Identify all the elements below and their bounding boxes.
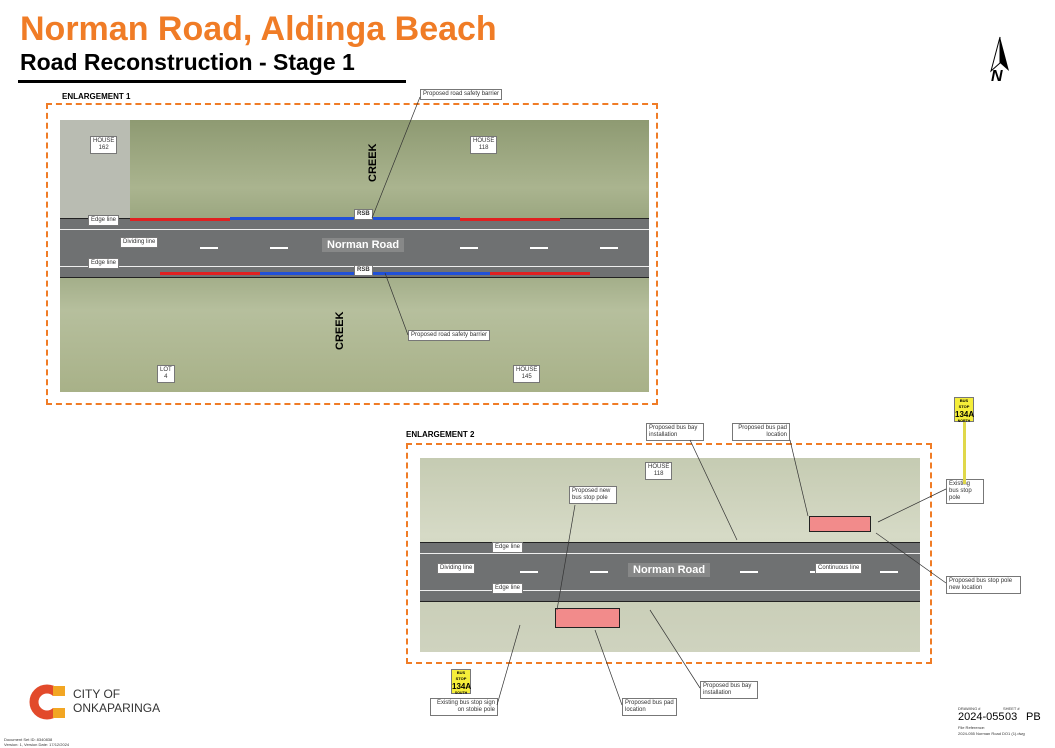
existing-sign-callout: Existing bus stop sign on stobie pole xyxy=(430,698,498,716)
drawing-number: 2024-055 xyxy=(958,711,1005,723)
enlargement-1-frame xyxy=(46,103,658,405)
edge-line-label: Edge line xyxy=(492,583,524,594)
barrier-callout-north: Proposed road safety barrier xyxy=(420,89,503,100)
file-reference-label: File Reference: xyxy=(958,725,986,730)
edge-line-label: Edge line xyxy=(88,215,120,226)
bus-stop-pole xyxy=(963,422,966,484)
page-title: Norman Road, Aldinga Beach xyxy=(20,10,497,48)
pole-new-location-callout: Proposed bus stop pole new location xyxy=(946,576,1021,594)
new-pole-callout: Proposed new bus stop pole xyxy=(569,486,617,504)
bus-pad-south xyxy=(555,608,620,628)
edge-line-label: Edge line xyxy=(88,258,120,269)
road-name: Norman Road xyxy=(628,563,711,577)
rsb-label-north: RSB xyxy=(354,209,373,220)
drawing-number-label: DRAWING # xyxy=(958,706,981,711)
continuous-line-label: Continuous line xyxy=(815,563,863,574)
barrier-callout-south: Proposed road safety barrier xyxy=(408,330,491,341)
revision: PB xyxy=(1026,711,1041,723)
sheet-label: SHEET # xyxy=(1003,706,1020,711)
logo-mark-icon xyxy=(29,684,65,720)
title-underline xyxy=(18,80,406,83)
bus-pad-callout-north: Proposed bus pad location xyxy=(732,423,790,441)
edge-line-label: Edge line xyxy=(492,542,524,553)
page-subtitle: Road Reconstruction - Stage 1 xyxy=(20,49,355,75)
dividing-line-label: Dividing line xyxy=(120,237,159,248)
enlargement-1-label: ENLARGEMENT 1 xyxy=(62,92,131,101)
creek-label-south: CREEK xyxy=(334,311,346,350)
creek-label-north: CREEK xyxy=(367,143,379,182)
sheet-number: 03 xyxy=(1005,711,1018,723)
bus-bay-callout-north: Proposed bus bay installation xyxy=(646,423,704,441)
road-name: Norman Road xyxy=(322,238,405,252)
north-arrow-icon: N xyxy=(985,35,1015,87)
rsb-label-south: RSB xyxy=(354,265,373,276)
bus-bay-callout-south: Proposed bus bay installation xyxy=(700,681,758,699)
dividing-line-label: Dividing line xyxy=(437,563,476,574)
north-label: N xyxy=(991,68,1003,85)
file-reference: 2024-055 Norman Road DO1 (1).dwg xyxy=(958,731,1025,736)
bus-pad-north xyxy=(809,516,871,532)
bus-pad-callout-south: Proposed bus pad location xyxy=(622,698,677,716)
enlargement-2-label: ENLARGEMENT 2 xyxy=(406,430,475,439)
